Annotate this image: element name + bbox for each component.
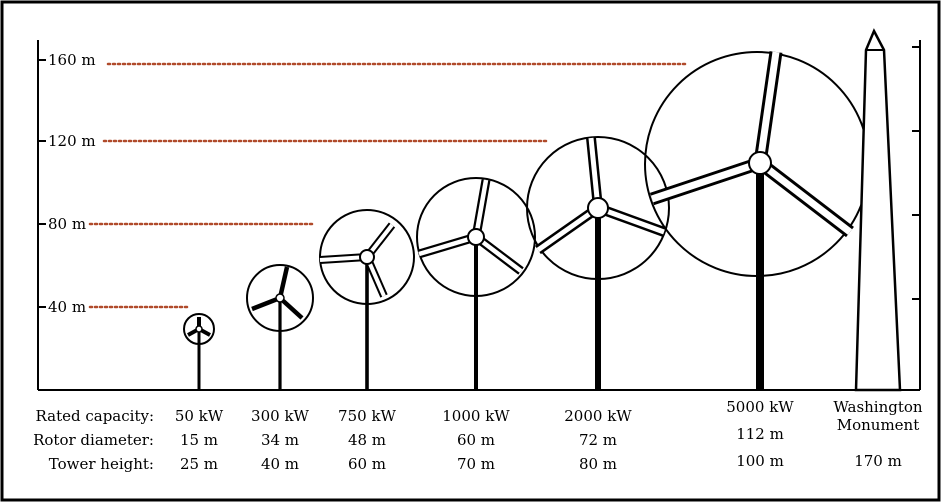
rotor-circle — [526, 136, 670, 280]
hub — [748, 151, 772, 175]
monument-height: 170 m — [854, 452, 902, 470]
row-label-rotor-diameter: Rotor diameter: — [33, 431, 154, 449]
turbine-rotor-diameter: 72 m — [579, 431, 617, 449]
hub — [587, 197, 609, 219]
turbine-tower-height: 100 m — [736, 452, 784, 470]
turbine-rotor-diameter: 60 m — [457, 431, 495, 449]
blade — [278, 296, 304, 320]
row-label-rated-capacity: Rated capacity: — [36, 407, 155, 425]
turbine-50kw — [183, 313, 215, 390]
monument-name-line-2: Monument — [837, 416, 920, 434]
blade — [588, 137, 601, 209]
turbine-rated-capacity: 2000 kW — [564, 407, 632, 425]
blade — [756, 51, 780, 164]
y-tick-label: 120 m — [48, 132, 96, 150]
blade — [757, 160, 853, 235]
blade — [650, 159, 762, 203]
turbine-tower-height: 25 m — [180, 455, 218, 473]
turbine-rated-capacity: 5000 kW — [726, 398, 794, 416]
turbine-rated-capacity: 750 kW — [338, 407, 396, 425]
blade — [277, 266, 290, 299]
rotor-circle — [246, 264, 314, 332]
monument-name-line-1: Washington — [833, 398, 923, 416]
turbine-rotor-diameter: 15 m — [180, 431, 218, 449]
turbine-rated-capacity: 50 kW — [175, 407, 224, 425]
washington-monument — [854, 28, 902, 392]
turbine-rotor-diameter: 48 m — [348, 431, 386, 449]
hub — [467, 228, 485, 246]
y-tick-label: 80 m — [48, 215, 86, 233]
turbine-1000kw — [416, 177, 536, 390]
turbine-tower-height: 40 m — [261, 455, 299, 473]
turbine-tower-height: 60 m — [348, 455, 386, 473]
turbine-tower-height: 70 m — [457, 455, 495, 473]
turbine-750kw — [319, 209, 415, 390]
hub — [275, 293, 285, 303]
turbine-rotor-diameter: 34 m — [261, 431, 299, 449]
blade — [536, 205, 600, 253]
row-label-tower-height: Tower height: — [49, 455, 154, 473]
turbine-rated-capacity: 300 kW — [251, 407, 309, 425]
blade — [418, 234, 477, 257]
turbine-tower-height: 80 m — [579, 455, 617, 473]
blade — [597, 205, 665, 235]
hub — [195, 325, 203, 333]
monument-shape — [854, 28, 902, 392]
rotor-circle — [183, 313, 215, 345]
turbine-rated-capacity: 1000 kW — [442, 407, 510, 425]
blade — [474, 235, 523, 273]
blade — [251, 295, 281, 312]
hub — [359, 249, 375, 265]
y-tick-label: 160 m — [48, 51, 96, 69]
turbine-5000kw — [644, 51, 870, 390]
rotor-circle — [416, 177, 536, 297]
turbine-300kw — [246, 264, 314, 390]
turbine-rotor-diameter: 112 m — [736, 425, 784, 443]
y-tick-label: 40 m — [48, 298, 86, 316]
blade — [473, 179, 489, 238]
turbine-2000kw — [526, 136, 670, 390]
